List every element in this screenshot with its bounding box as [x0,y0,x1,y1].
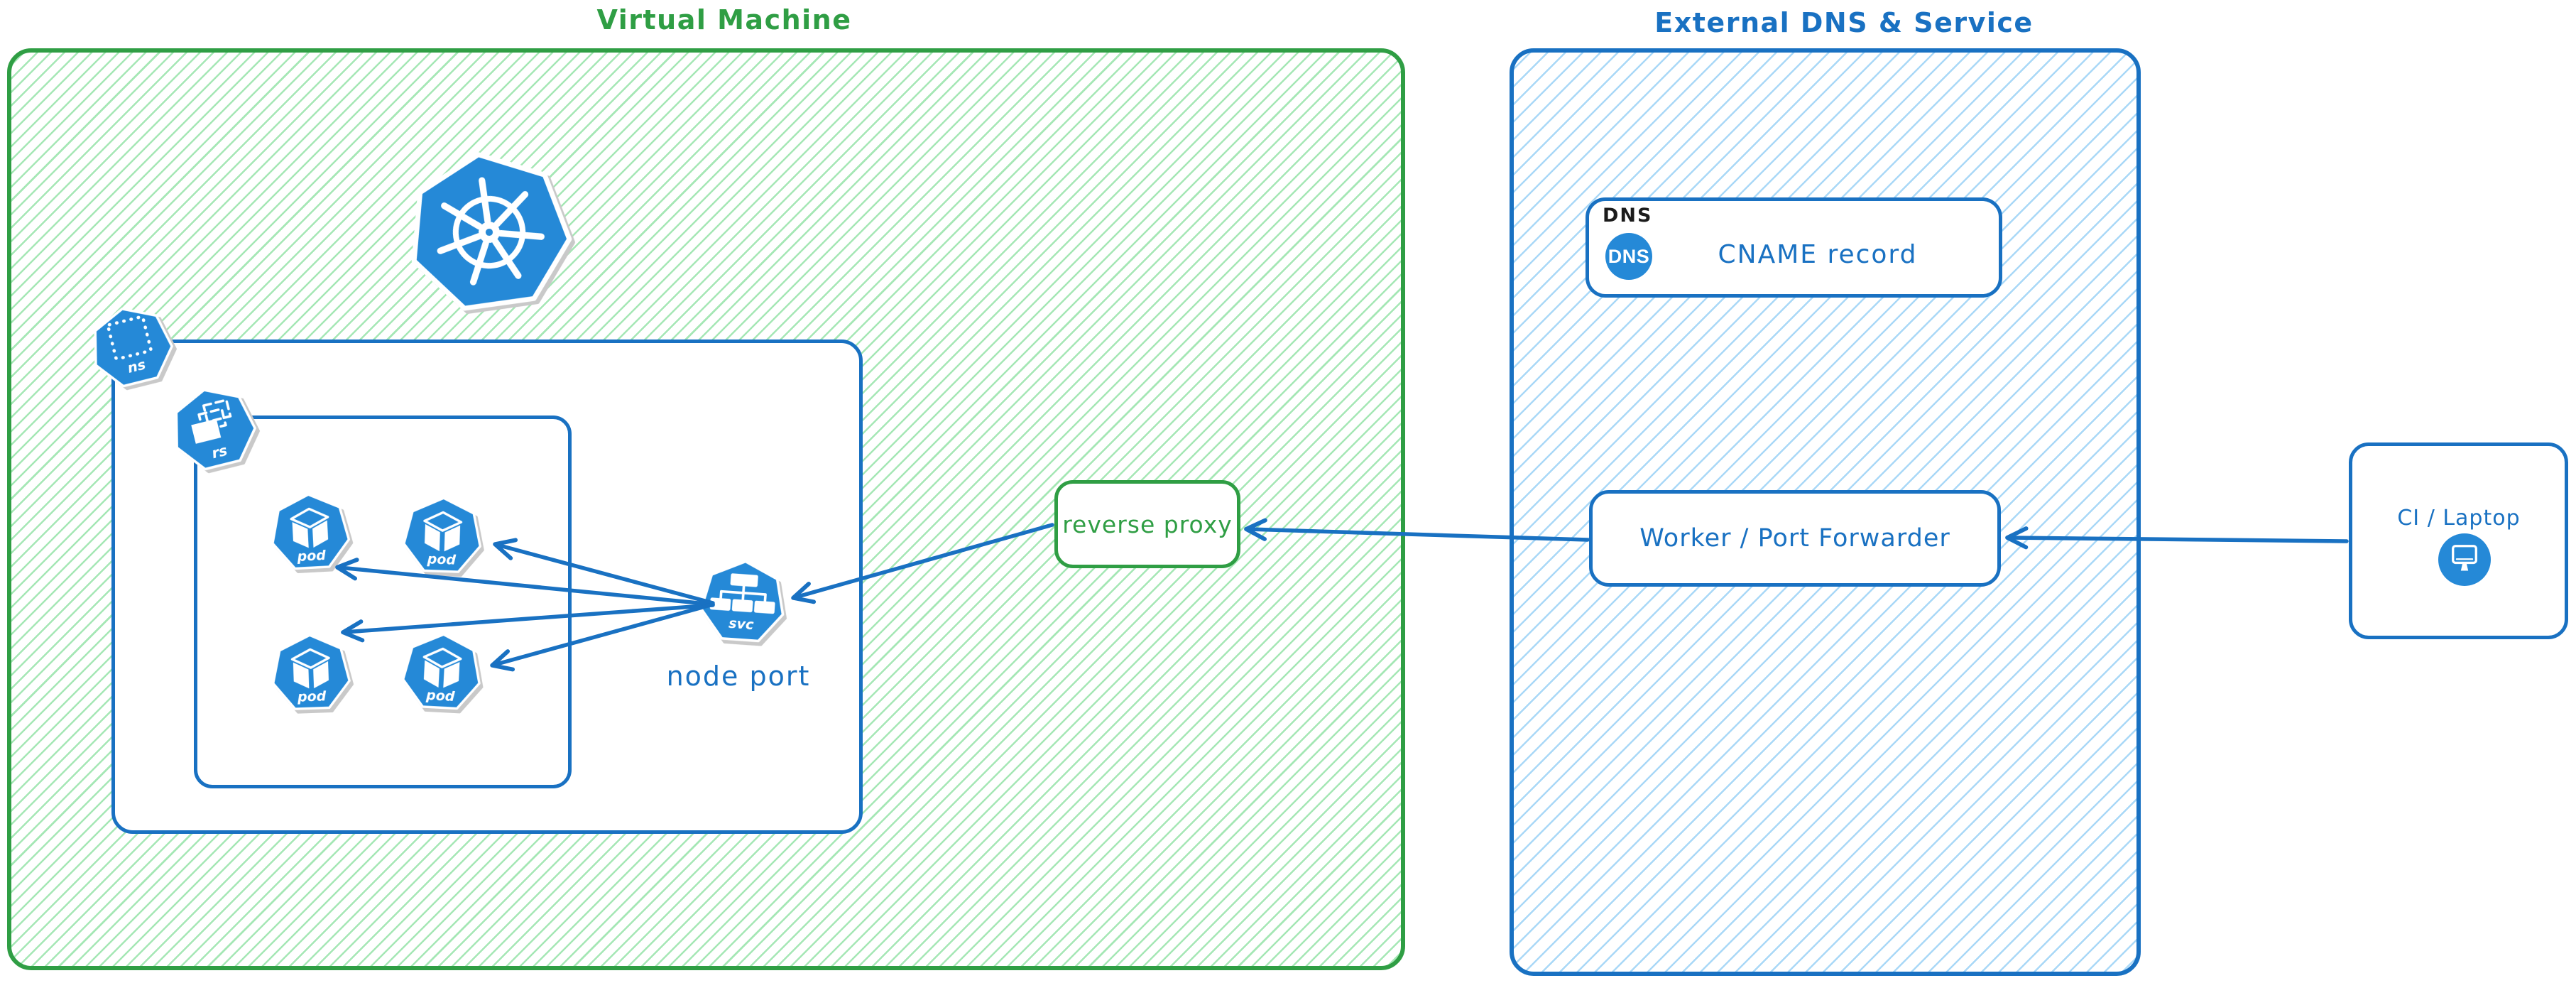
service-icon: svc [699,560,785,643]
pod-label: pod [297,688,327,705]
worker-port-forwarder-label: Worker / Port Forwarder [1639,524,1950,553]
cname-record-card [1586,197,2002,298]
pod-label: pod [425,688,456,705]
reverse-proxy-label: reverse proxy [1062,510,1233,538]
worker-port-forwarder-card: Worker / Port Forwarder [1589,490,2001,587]
laptop-monitor-icon [2438,533,2491,586]
monitor-glyph [2452,545,2477,571]
pod-icon: pod [401,633,481,710]
dns-icon: DNS [1605,233,1652,280]
cname-record-label: CNAME record [1718,240,1918,269]
dns-icon-label: DNS [1608,245,1650,267]
pod-icon: pod [271,493,351,570]
dns-tag-label: DNS [1603,205,1653,227]
kubernetes-logo-icon [411,152,572,311]
external-dns-group-title: External DNS & Service [1654,7,2034,38]
ci-laptop-label: CI / Laptop [2397,506,2521,531]
replicaset-box [194,416,572,788]
pod-label: pod [426,551,456,567]
virtual-machine-group-title: Virtual Machine [596,4,852,36]
node-port-label: node port [666,661,811,692]
replicaset-icon: rs [175,389,256,471]
namespace-icon: ns [94,308,173,388]
pod-icon: pod [272,634,351,710]
pod-icon: pod [403,496,481,573]
pod-label: pod [296,548,327,565]
service-badge-label: svc [728,615,754,633]
reverse-proxy-box: reverse proxy [1054,480,1240,568]
